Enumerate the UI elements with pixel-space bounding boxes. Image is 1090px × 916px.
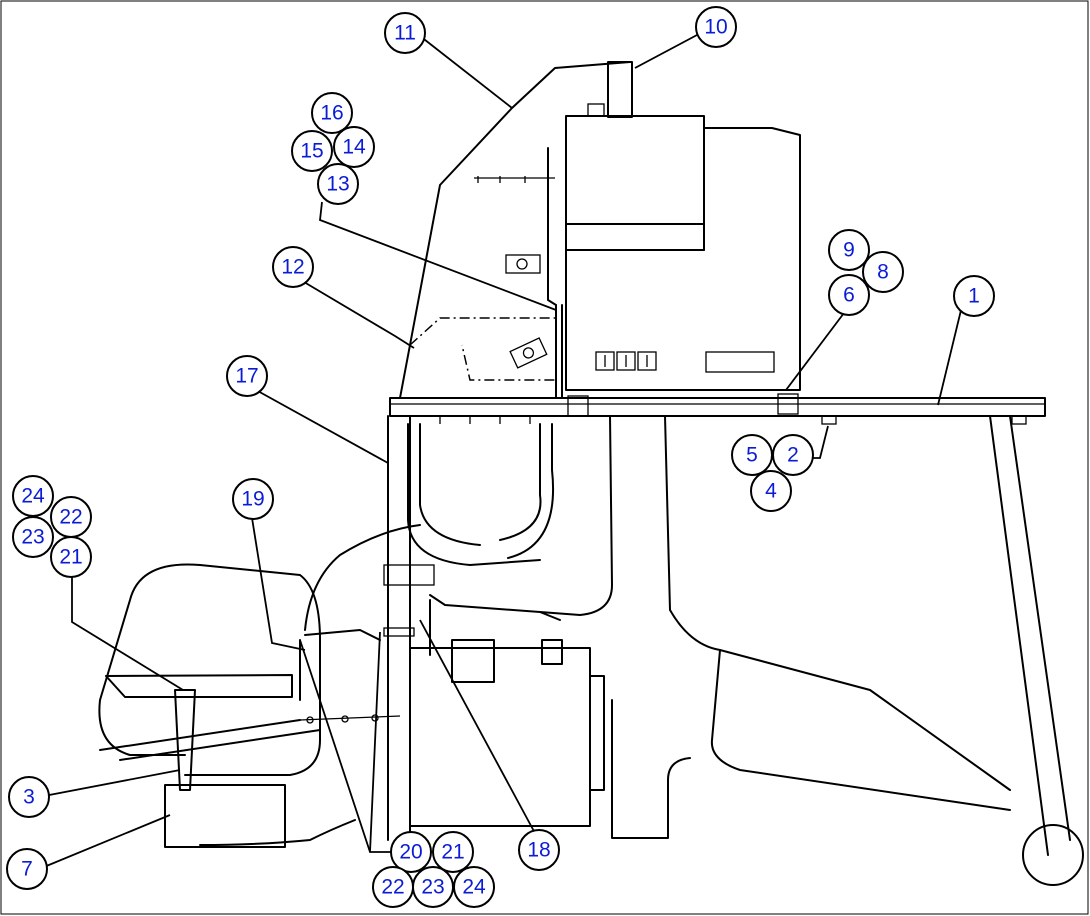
callout-3: 3 (8, 776, 50, 818)
svg-text:12: 12 (281, 256, 304, 279)
svg-text:14: 14 (342, 136, 366, 159)
svg-text:22: 22 (59, 506, 82, 529)
callouts: 1 2 3 4 5 6 7 8 9 10 11 12 13 14 15 16 1… (6, 6, 995, 908)
svg-text:4: 4 (765, 480, 777, 503)
svg-text:7: 7 (21, 858, 33, 881)
callout-2: 2 (772, 434, 814, 476)
svg-text:23: 23 (21, 526, 44, 549)
svg-text:20: 20 (399, 841, 422, 864)
callout-1: 1 (953, 275, 995, 317)
svg-text:9: 9 (843, 239, 855, 262)
callout-12: 12 (272, 246, 314, 288)
callout-14: 14 (333, 126, 375, 168)
callout-16: 16 (311, 92, 353, 134)
svg-text:22: 22 (381, 876, 404, 899)
callout-18: 18 (518, 829, 560, 871)
svg-text:16: 16 (320, 102, 343, 125)
callout-9: 9 (828, 229, 870, 271)
callout-21-left: 21 (50, 536, 92, 578)
callout-24: 24 (453, 866, 495, 908)
svg-text:3: 3 (23, 786, 35, 809)
callout-8: 8 (862, 251, 904, 293)
callout-7: 7 (6, 848, 48, 890)
svg-text:24: 24 (462, 876, 486, 899)
callout-10: 10 (695, 6, 737, 48)
callout-15: 15 (291, 130, 333, 172)
callout-5: 5 (731, 434, 773, 476)
callout-13: 13 (317, 163, 359, 205)
svg-text:1: 1 (968, 285, 980, 308)
svg-text:24: 24 (21, 485, 45, 508)
svg-text:17: 17 (235, 365, 258, 388)
svg-text:23: 23 (421, 876, 444, 899)
svg-text:11: 11 (394, 22, 416, 45)
svg-text:18: 18 (527, 839, 550, 862)
svg-text:6: 6 (843, 284, 855, 307)
callout-23-left: 23 (12, 516, 54, 558)
svg-text:21: 21 (441, 841, 464, 864)
callout-21: 21 (432, 831, 474, 873)
callout-22-left: 22 (50, 496, 92, 538)
callout-6: 6 (828, 274, 870, 316)
callout-24-left: 24 (12, 475, 54, 517)
svg-text:13: 13 (326, 173, 349, 196)
svg-text:19: 19 (241, 488, 264, 511)
callout-23: 23 (412, 866, 454, 908)
svg-text:21: 21 (59, 546, 82, 569)
callout-17: 17 (226, 355, 268, 397)
callout-4: 4 (750, 470, 792, 512)
callout-20: 20 (390, 831, 432, 873)
callout-19: 19 (232, 478, 274, 520)
callout-11: 11 (384, 12, 426, 54)
svg-text:15: 15 (300, 140, 323, 163)
svg-text:8: 8 (877, 261, 889, 284)
callout-22: 22 (372, 866, 414, 908)
leader-lines (43, 34, 963, 868)
svg-text:2: 2 (787, 444, 799, 467)
svg-text:10: 10 (704, 16, 727, 39)
svg-text:5: 5 (746, 444, 758, 467)
machine-drawing (98, 61, 1084, 886)
